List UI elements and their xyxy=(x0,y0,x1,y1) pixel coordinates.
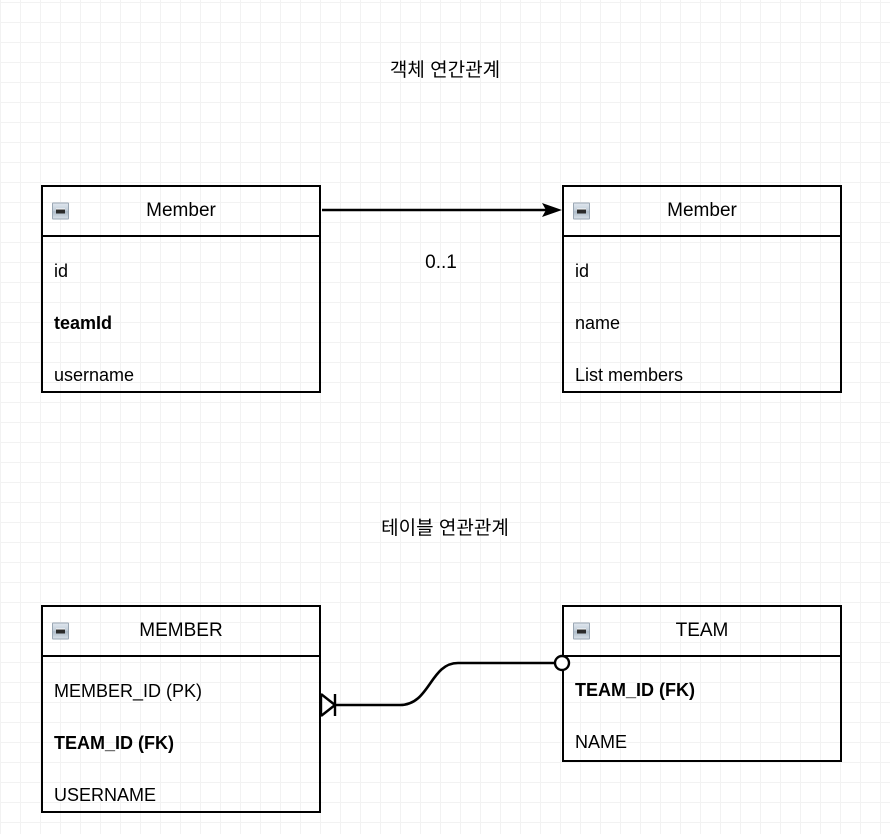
collapse-minus-icon[interactable] xyxy=(573,202,590,220)
attribute-row: username xyxy=(54,365,135,385)
attribute-row: MEMBER_ID (PK) xyxy=(54,681,203,701)
attribute-row: name xyxy=(575,313,621,333)
entity-member-object[interactable]: Member id teamId username xyxy=(41,185,321,393)
collapse-minus-icon[interactable] xyxy=(52,622,69,640)
attribute-row: USERNAME xyxy=(54,785,157,805)
entity-team-object[interactable]: Member id name List members xyxy=(562,185,842,393)
collapse-minus-icon[interactable] xyxy=(573,622,590,640)
entity-title: Member xyxy=(146,200,216,221)
entity-title: TEAM xyxy=(675,620,729,641)
attribute-row: id xyxy=(54,261,69,281)
attribute-row: id xyxy=(575,261,590,281)
entity-team-table[interactable]: TEAM TEAM_ID (FK) NAME xyxy=(562,605,842,762)
attribute-row: TEAM_ID (FK) xyxy=(575,680,695,700)
attribute-row: List members xyxy=(575,365,684,385)
entity-header: TEAM xyxy=(564,607,840,657)
section-title-object-relationship: 객체 연간관계 xyxy=(389,60,501,81)
collapse-minus-icon[interactable] xyxy=(52,202,69,220)
attribute-row: teamId xyxy=(54,313,113,333)
section-title-table-relationship: 테이블 연관관계 xyxy=(381,518,509,539)
entity-title: Member xyxy=(667,200,737,221)
edge-label-multiplicity: 0..1 xyxy=(425,252,457,273)
entity-member-table[interactable]: MEMBER MEMBER_ID (PK) TEAM_ID (FK) USERN… xyxy=(41,605,321,813)
entity-header: MEMBER xyxy=(43,607,319,657)
entity-title: MEMBER xyxy=(139,620,223,641)
entity-header: Member xyxy=(564,187,840,237)
entity-header: Member xyxy=(43,187,319,237)
attribute-row: NAME xyxy=(575,732,628,752)
attribute-row: TEAM_ID (FK) xyxy=(54,733,174,753)
